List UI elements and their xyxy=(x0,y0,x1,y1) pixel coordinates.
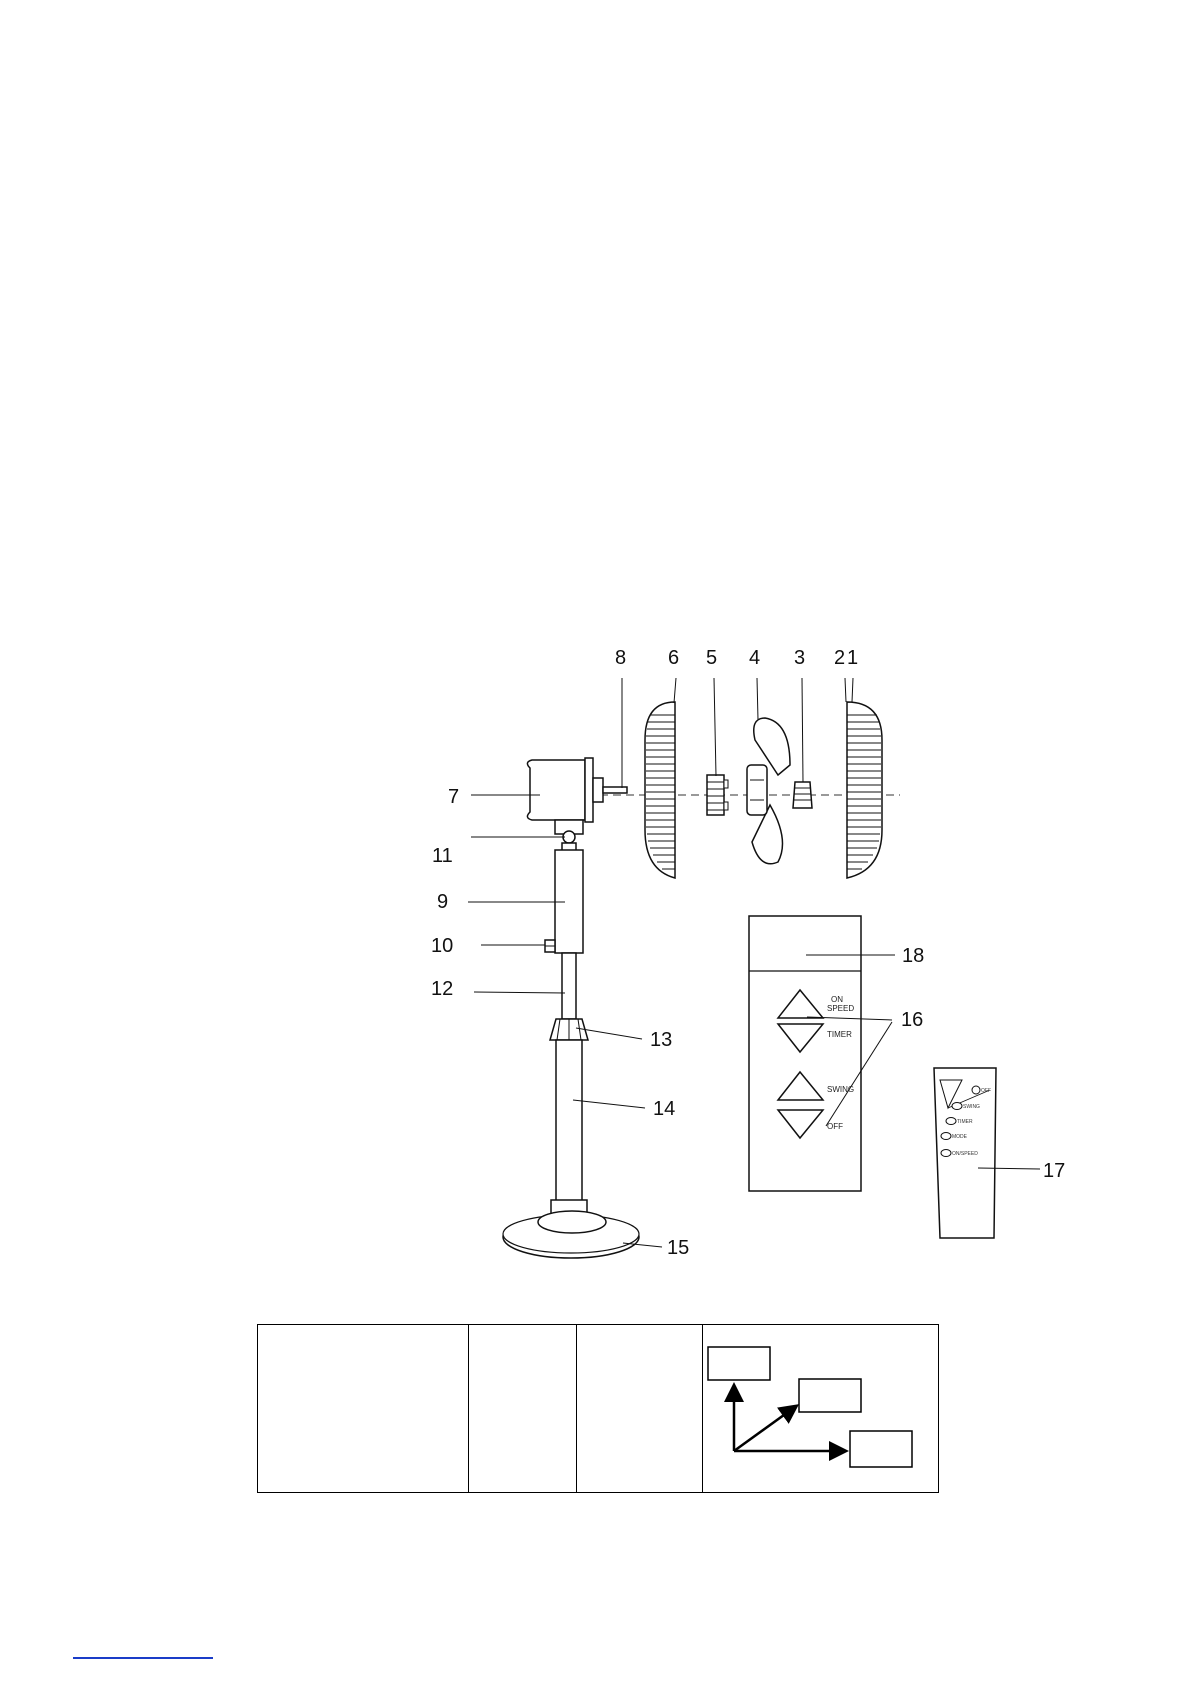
remote-mode-button[interactable] xyxy=(940,1132,952,1140)
box-right xyxy=(849,1430,913,1468)
part-label-3: 3 xyxy=(794,647,805,669)
part-label-18: 18 xyxy=(902,945,924,967)
part-label-1: 1 xyxy=(847,647,858,669)
footer-link-underline[interactable] xyxy=(73,1657,213,1659)
fan-blade xyxy=(746,717,791,865)
box-middle xyxy=(798,1378,862,1413)
off-label: OFF xyxy=(827,1122,843,1131)
part-label-16: 16 xyxy=(901,1009,923,1031)
part-labels: 8 6 5 4 3 2 1 7 11 9 10 12 13 14 15 16 1… xyxy=(431,647,1065,1259)
table-cell-diagram xyxy=(702,1324,939,1493)
timer-label: TIMER xyxy=(827,1030,852,1039)
part-label-4: 4 xyxy=(749,647,760,669)
part-label-5: 5 xyxy=(706,647,717,669)
remote-swing-button[interactable] xyxy=(951,1102,963,1110)
remote-control: OFF SWING TIMER MODE ON/SPEED xyxy=(933,1067,997,1239)
leader-lines xyxy=(468,677,1041,1248)
part-label-12: 12 xyxy=(431,978,453,1000)
speed-up-button[interactable] xyxy=(776,988,825,1019)
part-label-6: 6 xyxy=(668,647,679,669)
remote-timer-label: TIMER xyxy=(957,1119,973,1125)
timer-down-button[interactable] xyxy=(776,1023,825,1054)
off-button[interactable] xyxy=(776,1109,825,1140)
blade-spinner xyxy=(792,781,813,809)
part-label-11: 11 xyxy=(432,845,453,867)
arrow-diagram xyxy=(707,1346,913,1468)
fan-base xyxy=(502,1210,640,1259)
table-cell-3 xyxy=(575,1324,704,1493)
box-top xyxy=(707,1346,771,1381)
table-cell-2 xyxy=(467,1324,577,1493)
remote-swing-label: SWING xyxy=(963,1104,980,1110)
rear-grille xyxy=(644,701,676,879)
remote-on-speed-button[interactable] xyxy=(940,1149,952,1157)
part-label-2: 2 xyxy=(834,647,845,669)
motor-housing xyxy=(526,757,628,852)
part-label-14: 14 xyxy=(653,1098,675,1120)
remote-off-label: OFF xyxy=(981,1088,991,1094)
remote-on-speed-label: ON/SPEED xyxy=(952,1151,978,1157)
arrow-diagonal xyxy=(733,1404,800,1453)
speed-label: SPEED xyxy=(827,1004,854,1013)
part-label-8: 8 xyxy=(615,647,626,669)
table-cell-1 xyxy=(257,1324,469,1493)
table-row xyxy=(257,1324,939,1493)
remote-mode-label: MODE xyxy=(952,1134,968,1140)
remote-timer-button[interactable] xyxy=(945,1117,957,1125)
part-label-15: 15 xyxy=(667,1237,689,1259)
part-label-7: 7 xyxy=(448,786,459,808)
swing-button[interactable] xyxy=(776,1070,825,1101)
on-label: ON xyxy=(831,995,843,1004)
control-panel: ON SPEED TIMER SWING OFF xyxy=(748,915,862,1192)
fan-stand xyxy=(544,849,589,1215)
front-grille xyxy=(846,701,883,879)
part-label-17: 17 xyxy=(1043,1160,1065,1182)
part-label-10: 10 xyxy=(431,935,453,957)
spec-table xyxy=(257,1324,939,1493)
grille-nut xyxy=(706,774,729,816)
part-label-13: 13 xyxy=(650,1029,672,1051)
part-label-9: 9 xyxy=(437,891,448,913)
remote-off-button[interactable] xyxy=(971,1085,981,1095)
swing-label: SWING xyxy=(827,1085,854,1094)
